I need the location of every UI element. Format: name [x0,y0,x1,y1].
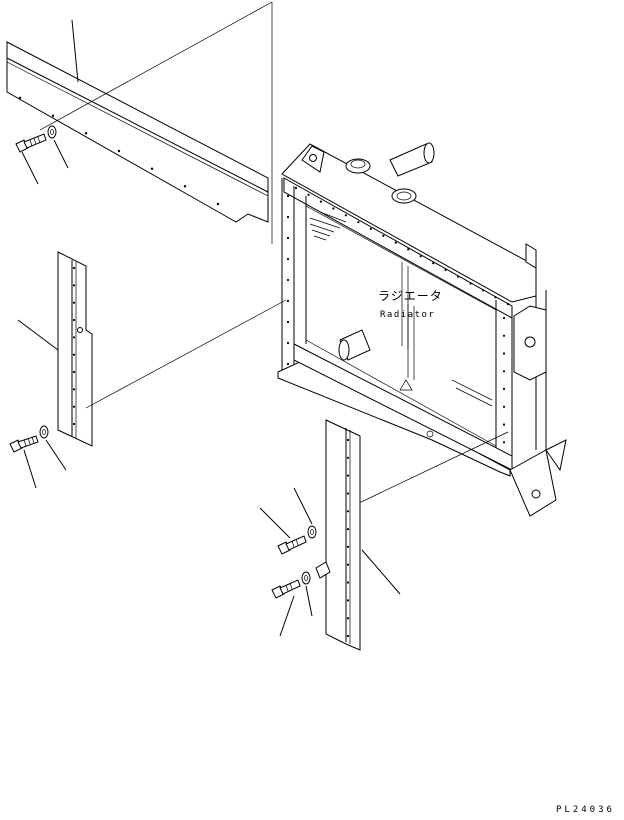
panel-hole [72,301,76,304]
panel-hole [346,563,350,566]
rail-hole [419,255,422,258]
washer-right-lower [301,571,313,617]
panel-hole [72,266,76,270]
rail-hole [344,214,347,217]
washer-top-left [47,125,69,169]
panel-hole [346,545,350,549]
rail-hole [286,299,290,303]
rail-hole [506,302,510,306]
rail-hole [286,215,290,219]
panel-hole [346,438,350,442]
panel-hole [72,422,76,426]
rail-hole [502,387,506,391]
rail-hole [319,200,322,203]
bolt-right-lower [271,579,301,637]
rail-hole [286,236,290,240]
rail-hole [286,278,290,282]
panel-hole [183,185,187,188]
assembly-line-right [335,431,509,515]
rail-hole [469,282,472,285]
panel-hole [346,528,350,531]
panel-hole [72,318,76,322]
rail-hole [307,193,310,196]
rail-hole [286,257,290,261]
rail-hole [502,334,506,337]
radiator-assembly [277,142,567,517]
panel-hole [18,96,22,100]
bolt-lower-left [9,435,39,489]
drawing-code: PL24036 [556,805,615,815]
rail-hole [432,262,435,265]
rail-hole [286,320,290,324]
assembly-line-top [39,1,273,131]
radiator-label-en: Radiator [380,310,435,320]
panel-hole [72,370,76,374]
rail-hole [494,296,497,299]
rail-hole [286,341,290,345]
rail-hole [502,423,506,426]
panel-hole [216,202,220,206]
assembly-line-left [85,299,287,409]
washer-lower-left [39,425,67,471]
panel-hole [72,388,76,391]
rail-hole [294,186,298,190]
panel-hole [346,617,350,620]
panel-hole [346,492,350,495]
rail-hole [332,207,335,210]
rail-hole [394,241,397,244]
panel-hole [150,167,154,170]
rail-hole [444,268,447,271]
radiator-label-jp: ラジエータ [378,289,443,303]
panel-hole [346,510,350,513]
panel-hole [346,581,350,584]
panel-hole [117,149,121,153]
panel-hole [346,599,350,602]
right-side-shroud-panel [315,419,401,651]
panel-hole [72,336,76,339]
rail-hole [482,289,485,292]
rail-hole [357,221,360,224]
panel-hole [346,634,350,638]
rail-hole [457,275,460,278]
panel-hole [346,456,350,459]
panel-hole [346,474,350,477]
bolt-right-upper [259,507,307,555]
rail-hole [502,352,506,355]
rail-hole [502,370,506,373]
rail-hole [502,441,506,444]
rail-hole [286,194,290,198]
top-shroud-panel [6,19,269,223]
panel-hole [72,353,76,356]
rail-hole [502,405,506,408]
bolt-top-left [15,133,47,185]
rail-hole [502,316,506,320]
panel-hole [72,405,76,408]
panel-hole [51,114,55,117]
rail-hole [286,362,290,366]
rail-hole [382,234,385,237]
rail-hole [369,227,372,230]
washer-right-upper [293,487,317,539]
rail-hole [407,248,410,251]
left-side-shroud-panel [17,251,93,447]
panel-hole [84,132,88,135]
panel-hole [72,284,76,287]
